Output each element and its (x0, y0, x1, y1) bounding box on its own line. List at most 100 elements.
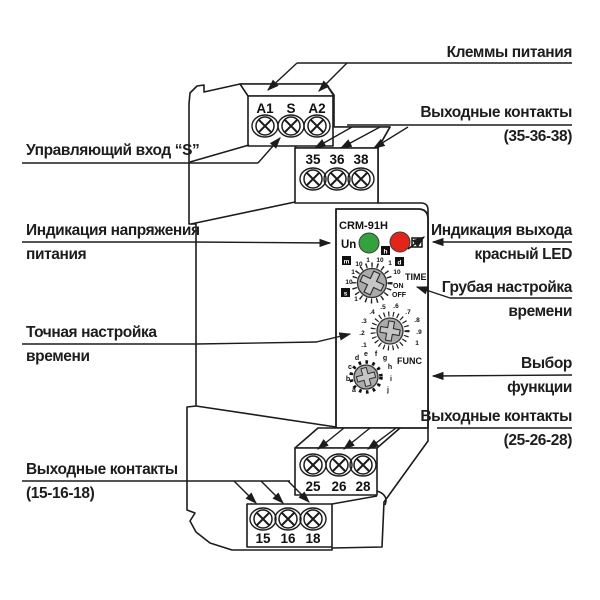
callout-supply-indication: Индикация напряжения питания (26, 219, 200, 267)
fine-time-knob[interactable] (370, 311, 410, 351)
screw-16 (274, 507, 302, 531)
func-knob-rotor (355, 366, 377, 388)
leader-func (431, 371, 573, 381)
leader-coarse-arrow (415, 286, 451, 299)
callout-line: Индикация выхода (431, 222, 572, 239)
terminal-label-26: 26 (331, 479, 347, 494)
screw-36 (323, 167, 351, 191)
body-fold-top (189, 144, 250, 163)
fine-mark: .3 (361, 318, 367, 325)
fine-mark: 1 (415, 340, 419, 347)
func-knob-title: FUNC (397, 356, 422, 366)
callout-line: времени (508, 303, 572, 320)
screw-a1 (251, 114, 279, 138)
terminal-label-s: S (286, 101, 295, 116)
callout-line: Управляющий вход “S” (26, 142, 200, 159)
minutes-unit-box (342, 256, 351, 265)
terminal-numbers: A1 S A2 35 36 38 25 26 28 15 16 18 (255, 101, 371, 546)
output-relay-icon (407, 236, 426, 250)
supply-led-label: Un (341, 239, 356, 251)
func-mark: b (346, 376, 350, 383)
func-mark: f (375, 351, 378, 358)
terminal-label-a2: A2 (308, 101, 325, 116)
time-mark: 10 (345, 279, 353, 286)
callout-line: Выходные контакты (420, 408, 572, 425)
terminal-label-16: 16 (280, 531, 296, 546)
fine-mark: .1 (361, 342, 367, 349)
callout-power-terminals: Клеммы питания (446, 41, 573, 65)
func-mark: h (388, 364, 392, 371)
callout-line: (35-36-38) (503, 128, 573, 145)
func-mark: g (383, 355, 387, 362)
leader-power-arrow-1 (267, 62, 298, 91)
func-mark: c (348, 364, 352, 371)
func-mark: j (386, 387, 389, 394)
fine-mark: .6 (393, 303, 399, 310)
callout-line: Индикация напряжения (26, 222, 200, 239)
time-mark: 1 (366, 257, 370, 264)
model-label: CRM-91H (339, 220, 388, 232)
callout-line: питания (26, 246, 87, 263)
fine-knob-ticks (370, 311, 410, 351)
leader-fine-arrow (195, 332, 352, 345)
fine-mark: .8 (414, 317, 420, 324)
leader-power-arrow-2 (318, 62, 348, 92)
func-knob-ticks (349, 360, 383, 394)
leader-15-arrow-1 (233, 480, 257, 504)
callout-line: Клеммы питания (446, 44, 573, 61)
device-body (186, 83, 429, 551)
time-range-knob[interactable] (351, 262, 393, 304)
screw-26 (325, 453, 353, 477)
callout-line: красный LED (474, 246, 572, 263)
screw-35 (299, 167, 327, 191)
screw-15 (249, 507, 277, 531)
fine-mark: .2 (359, 330, 365, 337)
leader-control-arrow (257, 137, 281, 164)
callout-line: функции (507, 379, 572, 396)
block-a1-front (247, 95, 334, 147)
callout-fine-time: Точная настройка времени (26, 321, 157, 369)
time-off-label: OFF (392, 292, 407, 299)
func-mark: e (364, 351, 368, 358)
time-on-label: ON (393, 283, 404, 290)
func-mark: a (352, 387, 356, 394)
time-mark: 10 (355, 261, 363, 268)
callout-output-indication: Индикация выхода красный LED (431, 219, 572, 267)
time-knob-rotor (359, 270, 385, 296)
callout-line: Выходные контакты (26, 461, 178, 478)
time-mark: 10 (376, 257, 384, 264)
time-mark: 10 (393, 269, 401, 276)
fine-mark: .5 (380, 304, 386, 311)
faceplate-content: CRM-91H Un h m d s 10 1 10 1 1 10 10 1 T… (339, 220, 427, 394)
time-knob-title: TIME (405, 272, 427, 282)
func-mark: d (355, 355, 359, 362)
fine-mark: .7 (405, 309, 411, 316)
screw-a2 (303, 114, 331, 138)
red-led (389, 231, 411, 253)
callout-line: (15-16-18) (26, 485, 95, 502)
minutes-unit-label: m (344, 259, 350, 266)
callout-line: Выбор (521, 355, 572, 372)
hours-unit-label: h (384, 249, 388, 256)
leader-15-arrow-3 (287, 480, 310, 503)
callout-coarse-time: Грубая настройка времени (442, 276, 573, 324)
callout-line: (25-26-28) (503, 432, 573, 449)
callout-output-contacts-25: Выходные контакты (25-26-28) (420, 405, 572, 453)
leader-15-arrow-2 (260, 480, 284, 504)
time-knob-ticks (351, 262, 393, 304)
terminal-label-25: 25 (305, 479, 321, 494)
screw-18 (299, 507, 327, 531)
leader-supply-led (22, 238, 332, 248)
green-led (358, 232, 380, 254)
callout-line: Точная настройка (26, 324, 157, 341)
terminal-screws (249, 114, 377, 531)
leader-25-arrow-2 (343, 427, 371, 450)
function-knob[interactable] (349, 360, 383, 394)
callout-leaders (22, 62, 573, 504)
fine-knob-rotor (379, 320, 401, 342)
body-fold-upper (190, 201, 296, 225)
terminal-label-38: 38 (353, 152, 369, 167)
time-mark: 1 (354, 296, 358, 303)
callout-line: времени (26, 348, 90, 365)
